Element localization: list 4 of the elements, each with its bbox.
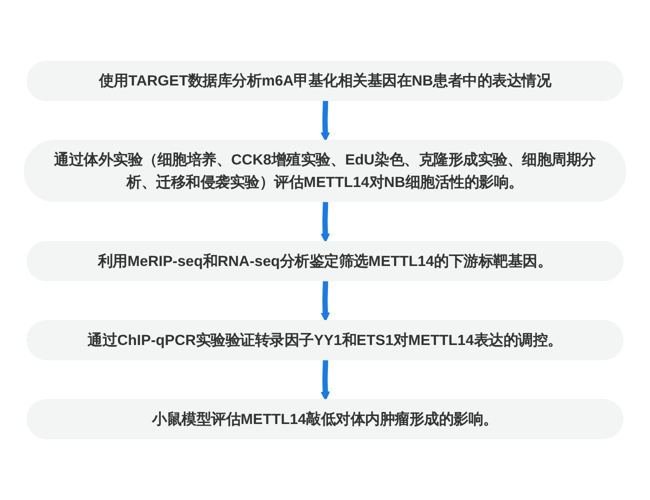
arrow bbox=[320, 202, 330, 243]
arrow bbox=[320, 100, 330, 142]
arrow bbox=[320, 360, 330, 401]
arrow bbox=[320, 281, 330, 322]
